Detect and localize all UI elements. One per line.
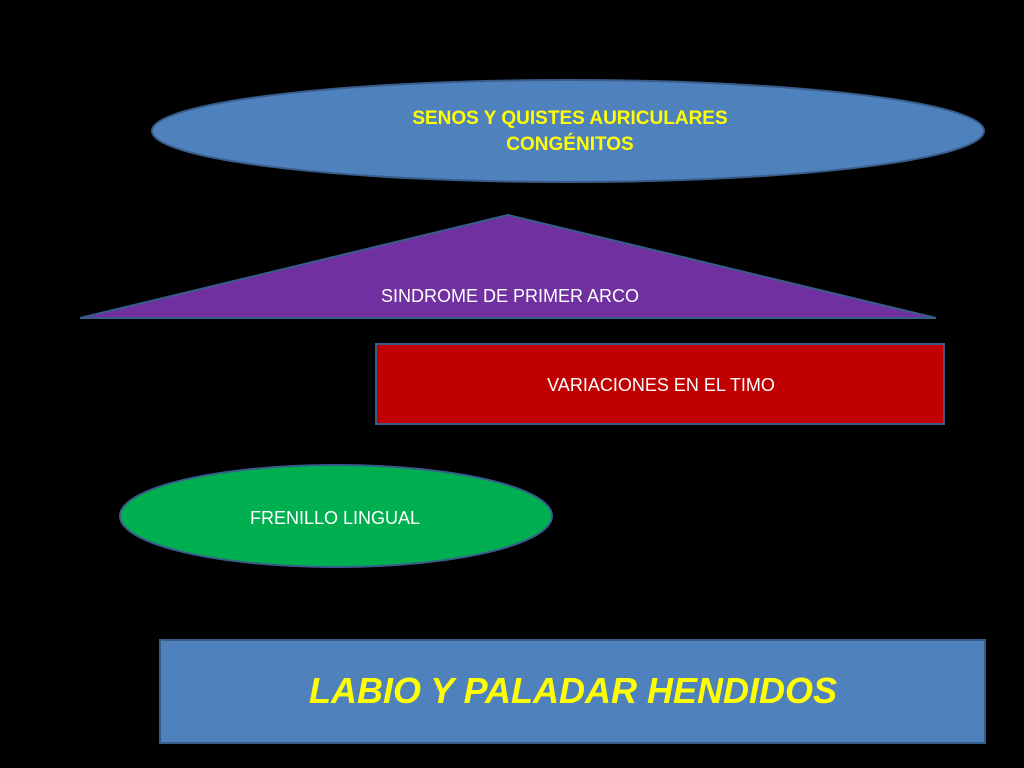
first-arch-triangle <box>79 213 937 319</box>
thymus-rectangle <box>375 343 945 425</box>
cleft-rectangle <box>159 639 986 744</box>
cleft-label: LABIO Y PALADAR HENDIDOS <box>308 670 838 711</box>
frenulum-label: FRENILLO LINGUAL <box>249 507 421 528</box>
ear-sinuses-label: SENOS Y QUISTES AURICULARES CONGÉNITOS <box>412 108 728 155</box>
frenulum-ellipse <box>119 464 553 568</box>
first-arch-label: SINDROME DE PRIMER ARCO <box>380 285 640 306</box>
ear-sinuses-ellipse <box>151 79 985 183</box>
thymus-label: VARIACIONES EN EL TIMO <box>547 374 775 395</box>
